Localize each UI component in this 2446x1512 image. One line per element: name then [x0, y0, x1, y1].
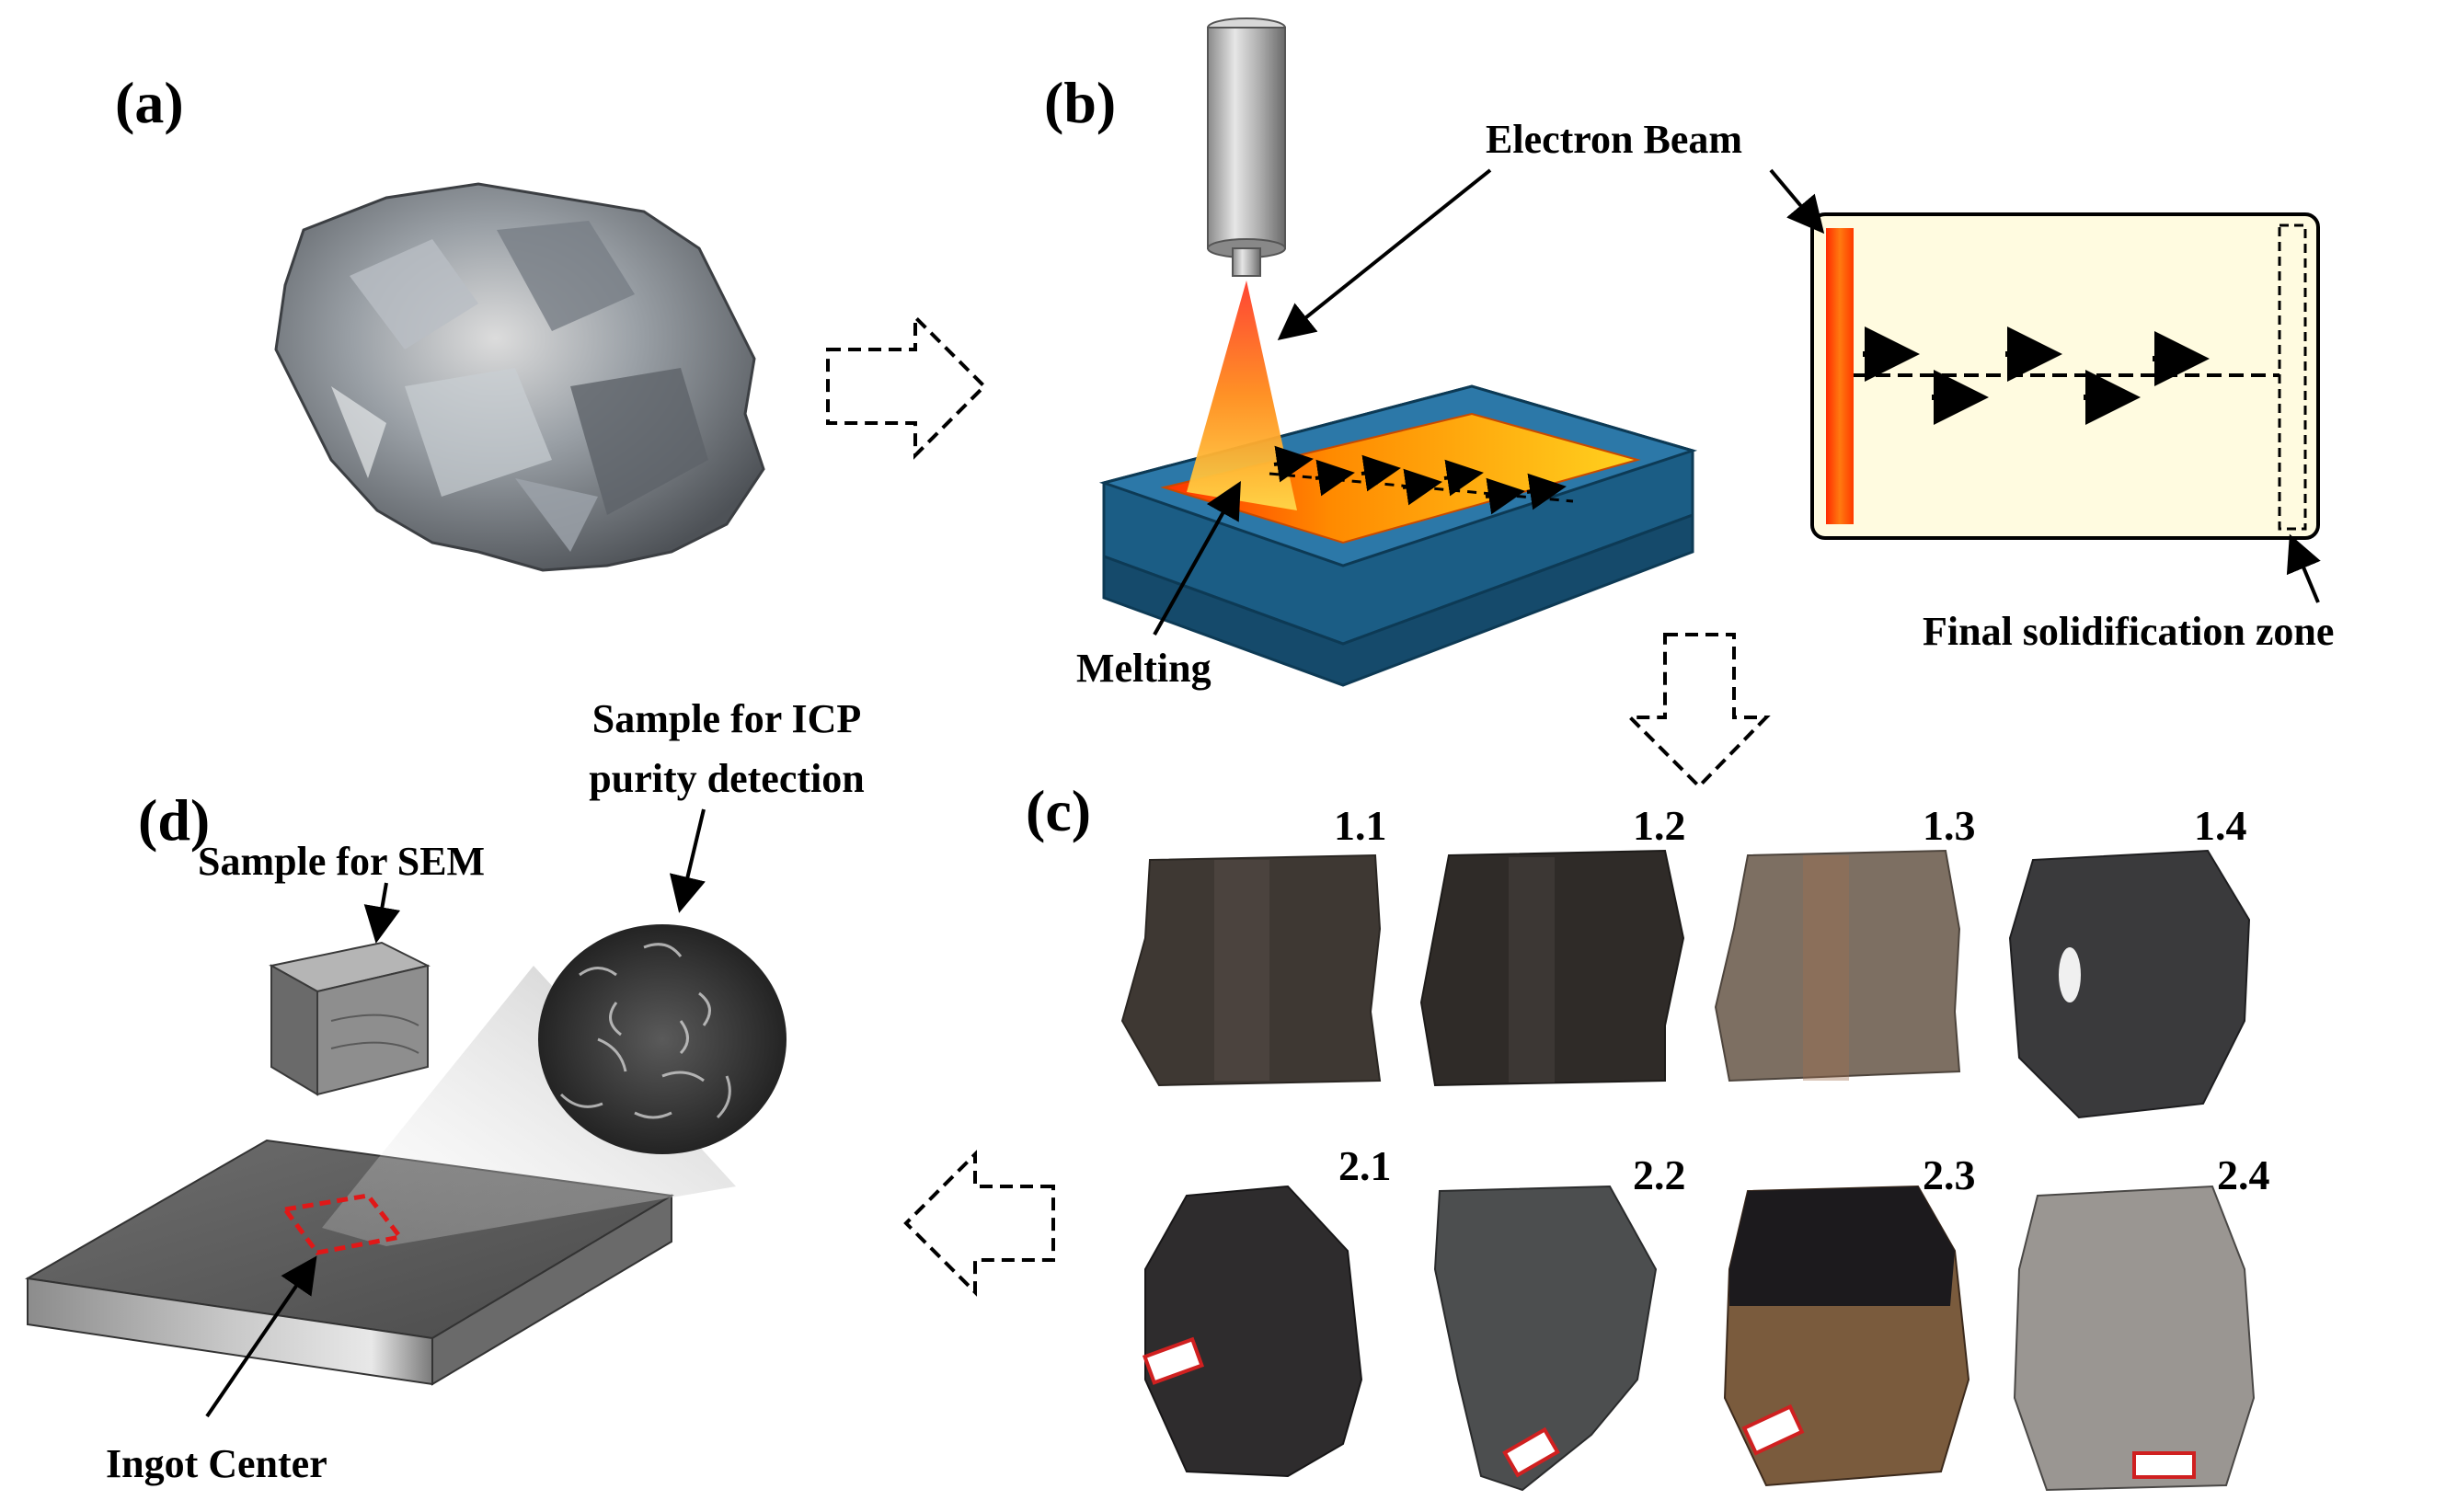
- sample-photo-2-1: [1144, 1185, 1363, 1478]
- icp-sample-chips: [538, 924, 787, 1154]
- panel-label-d: (d): [138, 787, 211, 853]
- melting-pointer: [1153, 481, 1241, 636]
- icp-sample-label-line2: purity detection: [589, 756, 865, 801]
- electron-beam-label: Electron Beam: [1486, 117, 1743, 162]
- panel-label-c: (c): [1026, 778, 1092, 843]
- sem-sample-label: Sample for SEM: [198, 839, 486, 884]
- sem-sample-cube: [269, 941, 431, 1096]
- sample-number-1-3: 1.3: [1923, 802, 1976, 849]
- icp-pointer: [669, 808, 706, 913]
- sample-number-1-2: 1.2: [1633, 802, 1686, 849]
- panel-label-b: (b): [1044, 70, 1117, 135]
- electron-beam-cone: [1187, 281, 1297, 510]
- sample-photos-row1: [1120, 849, 2251, 1119]
- crucible: [1098, 384, 1698, 687]
- top-view-schematic: [1810, 212, 2320, 540]
- sample-photo-2-4: [2013, 1185, 2256, 1492]
- icp-sample-label-line1: Sample for ICP: [591, 696, 862, 741]
- electron-beam-pointer: [1277, 168, 1492, 340]
- sample-number-1-4: 1.4: [2194, 802, 2247, 849]
- sample-photo-1-3: [1714, 849, 1961, 1082]
- sample-photos-row2: [1142, 1185, 2256, 1492]
- schematic-beam-pointer: [1769, 168, 1825, 235]
- sampling-marker: [281, 1193, 405, 1255]
- sample-number-2-3: 2.3: [1923, 1151, 1976, 1198]
- sample-photo-1-1: [1120, 853, 1382, 1087]
- sample-photo-1-4: [2008, 849, 2251, 1119]
- sample-number-2-2: 2.2: [1633, 1151, 1686, 1198]
- electron-gun: [1207, 17, 1286, 277]
- melt-flow-arrows: [1273, 445, 1567, 515]
- sample-number-2-4: 2.4: [2217, 1151, 2270, 1198]
- melt-flow-path: [1269, 472, 1574, 503]
- ingot-center-pointer: [205, 1255, 317, 1418]
- final-zone-pointer: [2286, 533, 2321, 603]
- projection-cone: [322, 966, 736, 1246]
- final-solidification-zone-label: Final solidification zone: [1923, 609, 2335, 654]
- ingot-center-label: Ingot Center: [106, 1441, 327, 1486]
- sem-pointer: [363, 882, 401, 944]
- raw-material-rock: [274, 182, 765, 572]
- sample-photo-2-2: [1433, 1185, 1658, 1492]
- sample-number-2-1: 2.1: [1338, 1142, 1392, 1189]
- arrow-a-to-b: [826, 313, 987, 460]
- arrow-c-to-d: [903, 1150, 1055, 1297]
- arrow-b-to-c: [1625, 633, 1771, 789]
- panel-label-a: (a): [115, 70, 184, 135]
- melting-label: Melting: [1076, 646, 1212, 691]
- sample-number-1-1: 1.1: [1334, 802, 1387, 849]
